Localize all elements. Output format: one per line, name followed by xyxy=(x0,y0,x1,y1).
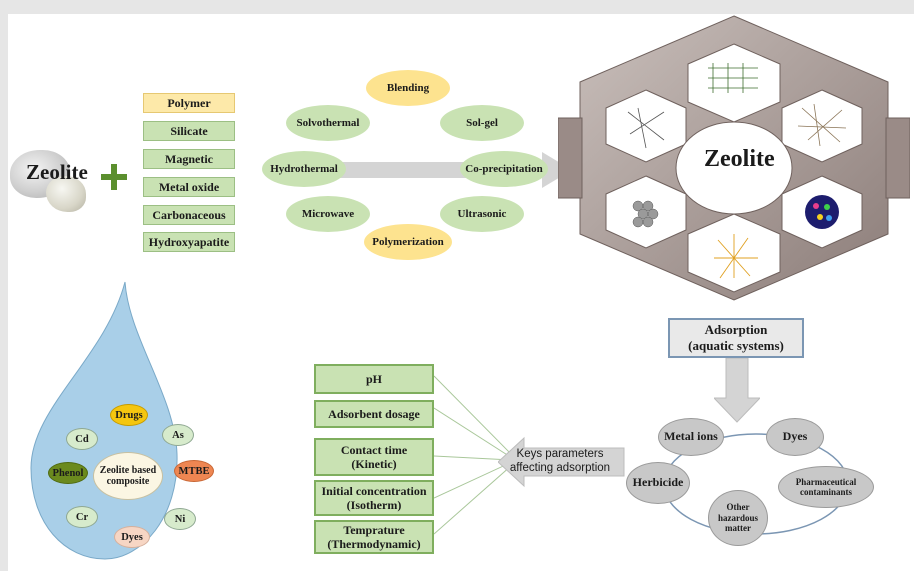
pollutant-dyes: Dyes xyxy=(766,418,824,456)
framework-label: Zeolite xyxy=(704,146,775,172)
method-hydrothermal: Hydrothermal xyxy=(262,151,346,187)
pollutant-cd: Cd xyxy=(66,428,98,450)
pollutant-mtbe: MTBE xyxy=(174,460,214,482)
parameter-contact-time-line1: Contact time xyxy=(340,442,408,457)
keys-parameters-label: Keys parameters affecting adsorption xyxy=(506,447,614,476)
parameter-connector-lines xyxy=(434,375,513,535)
synthesis-arrow xyxy=(272,152,572,188)
method-co-precipitation: Co-precipitation xyxy=(460,151,548,187)
zeolite-rock-image xyxy=(46,176,86,212)
method-blending: Blending xyxy=(366,70,450,106)
pollutant-as: As xyxy=(162,424,194,446)
zeolite-label: Zeolite xyxy=(26,160,88,184)
parameter-temperature-line2: (Thermodynamic) xyxy=(327,537,421,551)
pollutant-phenol: Phenol xyxy=(48,462,88,484)
water-droplet xyxy=(30,281,178,560)
composite-line1: Zeolite based xyxy=(99,464,157,476)
parameter-temperature: Temprature (Thermodynamic) xyxy=(314,520,434,554)
pharma-line2: contaminants xyxy=(799,487,852,497)
adsorption-down-arrow xyxy=(714,358,760,423)
parameter-adsorbent-dosage: Adsorbent dosage xyxy=(314,400,434,428)
parameter-ph: pH xyxy=(314,364,434,394)
pollutant-dyes-droplet: Dyes xyxy=(114,526,150,548)
adsorption-box: Adsorption (aquatic systems) xyxy=(668,318,804,358)
material-hydroxyapatite: Hydroxyapatite xyxy=(143,232,235,252)
pollutant-ni: Ni xyxy=(164,508,196,530)
material-silicate: Silicate xyxy=(143,121,235,141)
pollutant-cr: Cr xyxy=(66,506,98,528)
method-sol-gel: Sol-gel xyxy=(440,105,524,141)
parameter-contact-time: Contact time (Kinetic) xyxy=(314,438,434,476)
zeolite-framework-illustration xyxy=(558,15,910,301)
material-magnetic: Magnetic xyxy=(143,149,235,169)
method-polymerization: Polymerization xyxy=(364,224,452,260)
keys-line1: Keys parameters xyxy=(516,448,604,460)
adsorption-line2: (aquatic systems) xyxy=(688,338,784,353)
parameter-initial-concentration-line2: (Isotherm) xyxy=(346,498,402,512)
parameter-adsorbent-dosage-label: Adsorbent dosage xyxy=(328,406,420,421)
pollutant-drugs: Drugs xyxy=(110,404,148,426)
pollutant-pharmaceutical: Pharmaceutical contaminants xyxy=(778,466,874,508)
zeolite-based-composite: Zeolite based composite xyxy=(93,452,163,500)
parameter-initial-concentration-line1: Initial concentration xyxy=(321,483,427,498)
method-solvothermal: Solvothermal xyxy=(286,105,370,141)
other-line3: matter xyxy=(725,523,751,534)
keys-line2: affecting adsorption xyxy=(509,462,611,475)
parameter-initial-concentration: Initial concentration (Isotherm) xyxy=(314,480,434,516)
pharma-line1: Pharmaceutical xyxy=(795,476,857,487)
pollutant-herbicide: Herbicide xyxy=(626,462,690,504)
pollutant-other-hazardous: Other hazardous matter xyxy=(708,490,768,546)
method-microwave: Microwave xyxy=(286,196,370,232)
composite-line2: composite xyxy=(106,476,150,487)
material-polymer: Polymer xyxy=(143,93,235,113)
keys-arrow xyxy=(498,436,625,488)
pollutant-metal-ions: Metal ions xyxy=(658,418,724,456)
adsorption-line1: Adsorption xyxy=(704,322,768,338)
method-ultrasonic: Ultrasonic xyxy=(440,196,524,232)
material-carbonaceous: Carbonaceous xyxy=(143,205,235,225)
other-line2: hazardous xyxy=(717,512,758,523)
parameter-ph-label: pH xyxy=(365,371,382,386)
parameter-contact-time-line2: (Kinetic) xyxy=(351,457,397,471)
plus-sign-vertical xyxy=(111,164,117,190)
other-line1: Other xyxy=(726,502,750,513)
material-metal-oxide: Metal oxide xyxy=(143,177,235,197)
parameter-temperature-line1: Temprature xyxy=(343,522,405,537)
